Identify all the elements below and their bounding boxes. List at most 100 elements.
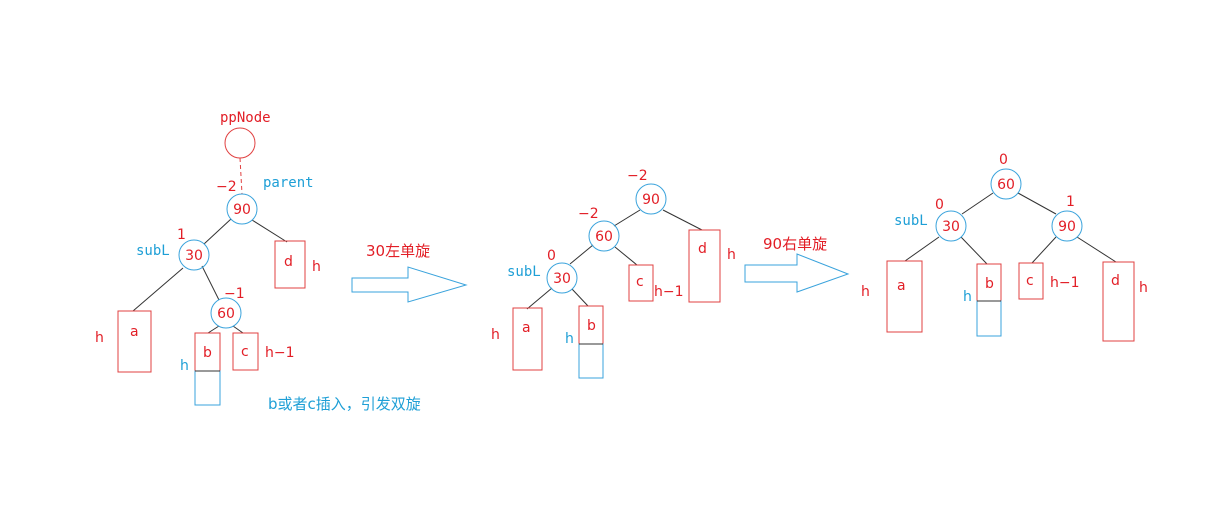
node-60-balance-factor: −1 bbox=[224, 286, 245, 302]
node-60-value: 60 bbox=[217, 306, 235, 322]
subtree-c-height: h−1 bbox=[265, 345, 295, 361]
node-60-balance-factor: −2 bbox=[578, 206, 599, 222]
arrow-1: 30左单旋 bbox=[351, 242, 468, 303]
subtree-d-name: d bbox=[284, 254, 293, 270]
subtree-b-name: b bbox=[985, 276, 994, 292]
subtree-a-name: a bbox=[897, 278, 906, 294]
node-60-value: 60 bbox=[595, 229, 613, 245]
node-30-circle bbox=[178, 239, 210, 271]
edge-60-30 bbox=[569, 244, 594, 265]
insert-height: h bbox=[963, 289, 972, 305]
subtree-c-name: c bbox=[241, 344, 249, 360]
subtree-a-name: a bbox=[130, 324, 139, 340]
node-90-circle bbox=[1051, 210, 1083, 242]
node-30-balance-factor: 0 bbox=[547, 248, 556, 264]
node-90-balance-factor: −2 bbox=[627, 168, 648, 184]
insert-height: h bbox=[565, 331, 574, 347]
edge-60-30 bbox=[961, 192, 994, 215]
insertion-note: b或者c插入，引发双旋 bbox=[268, 395, 421, 413]
inserted-block bbox=[194, 370, 221, 406]
node-60-circle bbox=[588, 220, 620, 252]
stage-1: ppNode 90 −2 parent 30 1 subL 60 −1 a h … bbox=[95, 110, 421, 413]
subtree-a bbox=[886, 260, 923, 333]
subl-label: subL bbox=[136, 243, 170, 259]
subtree-a-height: h bbox=[491, 327, 500, 343]
node-90-balance-factor: −2 bbox=[216, 179, 237, 195]
subtree-a-height: h bbox=[861, 284, 870, 300]
subtree-d-height: h bbox=[727, 247, 736, 263]
edge-30-b bbox=[960, 236, 988, 265]
subtree-b-name: b bbox=[203, 345, 212, 361]
subtree-d-name: d bbox=[698, 241, 707, 257]
edge-30-b bbox=[571, 288, 589, 307]
edge-30-a bbox=[132, 267, 184, 312]
edge-60-c bbox=[232, 325, 244, 334]
node-60-balance-factor: 0 bbox=[999, 152, 1008, 168]
subtree-a-height: h bbox=[95, 330, 104, 346]
subtree-d bbox=[1102, 261, 1135, 342]
subtree-d-height: h bbox=[1139, 280, 1148, 296]
node-60-circle bbox=[210, 297, 242, 329]
edge-90-d bbox=[662, 209, 703, 231]
insert-height: h bbox=[180, 358, 189, 374]
node-60-value: 60 bbox=[997, 177, 1015, 193]
inserted-block bbox=[578, 343, 604, 379]
edge-30-a bbox=[904, 236, 940, 262]
ppnode-label: ppNode bbox=[220, 110, 271, 126]
edge-30-a bbox=[526, 287, 553, 310]
node-30-value: 30 bbox=[185, 248, 203, 264]
edge-90-c bbox=[1031, 236, 1057, 264]
subtree-c bbox=[232, 332, 259, 371]
subtree-d bbox=[688, 229, 721, 303]
edge-90-d bbox=[251, 219, 288, 243]
edge-60-c bbox=[614, 246, 638, 266]
node-30-value: 30 bbox=[942, 219, 960, 235]
node-90-value: 90 bbox=[642, 192, 660, 208]
edge-90-d bbox=[1076, 236, 1117, 263]
node-90-value: 90 bbox=[233, 202, 251, 218]
edge-60-b bbox=[207, 325, 220, 334]
subtree-c bbox=[628, 264, 654, 302]
stage-2: 90 −2 60 −2 30 0 subL a h b h c h−1 d h bbox=[491, 168, 736, 379]
inserted-block bbox=[976, 300, 1002, 337]
subtree-d bbox=[274, 240, 306, 289]
arrow-1-label: 30左单旋 bbox=[366, 242, 430, 260]
arrow-2: 90右单旋 bbox=[744, 235, 850, 293]
arrow-1-shape bbox=[351, 266, 468, 303]
arrow-2-shape bbox=[744, 253, 850, 293]
subtree-c-height: h−1 bbox=[654, 284, 684, 300]
subtree-c bbox=[1018, 262, 1044, 300]
edge-60-90 bbox=[1017, 192, 1057, 215]
subtree-c-name: c bbox=[636, 274, 644, 290]
subl-label: subL bbox=[507, 264, 541, 280]
parent-label: parent bbox=[263, 175, 314, 191]
subtree-c-height: h−1 bbox=[1050, 275, 1080, 291]
node-30-value: 30 bbox=[553, 271, 571, 287]
node-30-circle bbox=[546, 262, 578, 294]
node-30-circle bbox=[935, 210, 967, 242]
ppnode-circle bbox=[224, 127, 256, 159]
node-90-balance-factor: 1 bbox=[1066, 194, 1075, 210]
arrow-2-label: 90右单旋 bbox=[763, 235, 827, 253]
node-90-value: 90 bbox=[1058, 219, 1076, 235]
subtree-a bbox=[512, 307, 543, 371]
node-90-circle bbox=[226, 193, 258, 225]
edge-ppnode-90 bbox=[239, 157, 243, 195]
subtree-d-height: h bbox=[312, 259, 321, 275]
edge-90-60 bbox=[613, 209, 641, 227]
subtree-c-name: c bbox=[1026, 273, 1034, 289]
node-60-circle bbox=[990, 168, 1022, 200]
stage-3: 60 0 30 0 subL 90 1 a h b h c h−1 d h bbox=[861, 152, 1148, 342]
subtree-a-name: a bbox=[522, 320, 531, 336]
subtree-d-name: d bbox=[1111, 273, 1120, 289]
edge-90-30 bbox=[203, 218, 232, 245]
edge-30-60 bbox=[201, 265, 220, 301]
subtree-a bbox=[117, 310, 152, 373]
node-30-balance-factor: 1 bbox=[177, 227, 186, 243]
node-30-balance-factor: 0 bbox=[935, 197, 944, 213]
subl-label: subL bbox=[894, 213, 928, 229]
subtree-b-name: b bbox=[587, 318, 596, 334]
node-90-circle bbox=[635, 183, 667, 215]
